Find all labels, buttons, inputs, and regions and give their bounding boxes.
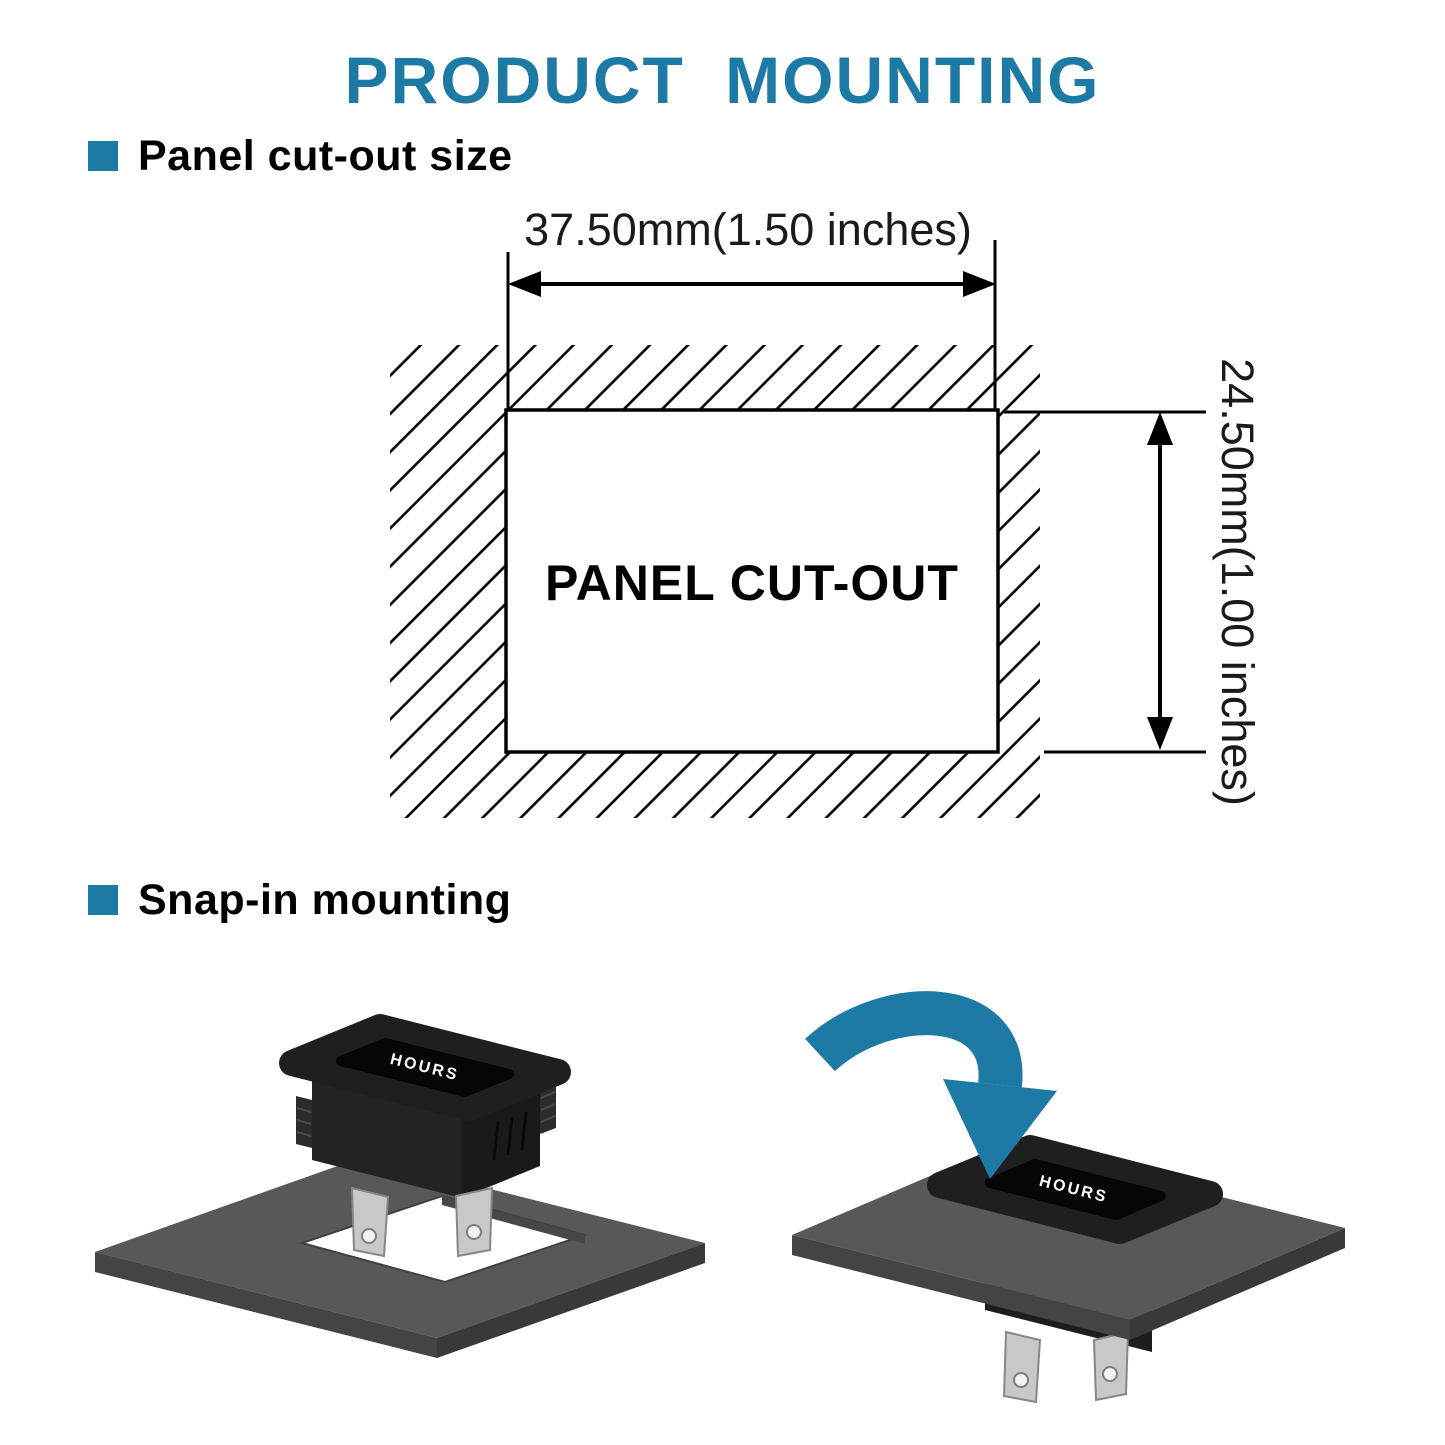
page-title: PRODUCT MOUNTING <box>344 43 1101 117</box>
section-bullet-icon <box>88 141 118 171</box>
hour-meter: HOURS <box>279 1014 571 1258</box>
section-label-panel-cutout: Panel cut-out size <box>138 132 513 180</box>
panel-thickness <box>792 1228 1345 1340</box>
snap-clip-left <box>296 1096 312 1148</box>
spade-terminal <box>454 1186 494 1258</box>
arrowhead-down-icon <box>1147 717 1173 750</box>
cutout-area-label: PANEL CUT-OUT <box>545 555 959 611</box>
vent-slits <box>492 1111 528 1161</box>
terminal-hole <box>466 1224 482 1240</box>
section-bullet-icon <box>88 885 118 915</box>
arrowhead-up-icon <box>1147 412 1173 445</box>
width-dimension-arrow <box>508 271 996 297</box>
height-dimension-arrow <box>1147 412 1173 750</box>
snap-clip-right <box>540 1080 556 1134</box>
arrowhead-right-icon <box>963 271 996 297</box>
spade-terminal <box>350 1186 390 1258</box>
section-label-snap-in: Snap-in mounting <box>138 876 512 924</box>
panel-thickness <box>95 1243 705 1358</box>
terminals <box>350 1186 494 1258</box>
snap-direction-arrow-icon <box>805 991 1057 1179</box>
height-extension-lines <box>1004 410 1206 754</box>
mounted-meter-illustration: HOURS <box>792 1135 1345 1404</box>
spade-terminal <box>1002 1330 1042 1404</box>
width-dimension-label: 37.50mm(1.50 inches) <box>524 204 972 255</box>
terminal-hole <box>1013 1372 1029 1388</box>
terminal-hole <box>1102 1366 1118 1382</box>
unmounted-meter-illustration: HOURS <box>95 1014 705 1358</box>
meter-display <box>336 1038 514 1097</box>
arrowhead-left-icon <box>508 271 541 297</box>
height-dimension-label: 24.50mm(1.00 inches) <box>1212 358 1263 806</box>
spade-terminal <box>1092 1330 1130 1402</box>
panel-cutout-diagram: 37.50mm(1.50 inches) PANEL CUT-OUT <box>390 204 1263 818</box>
snap-in-mounting-illustration: HOURS <box>95 991 1345 1404</box>
section-header-panel-cutout: Panel cut-out size <box>88 132 513 180</box>
section-header-snap-in: Snap-in mounting <box>88 876 512 924</box>
terminal-hole <box>361 1228 377 1244</box>
panel-cutout-rect <box>504 408 1000 754</box>
meter-display <box>985 1159 1166 1220</box>
